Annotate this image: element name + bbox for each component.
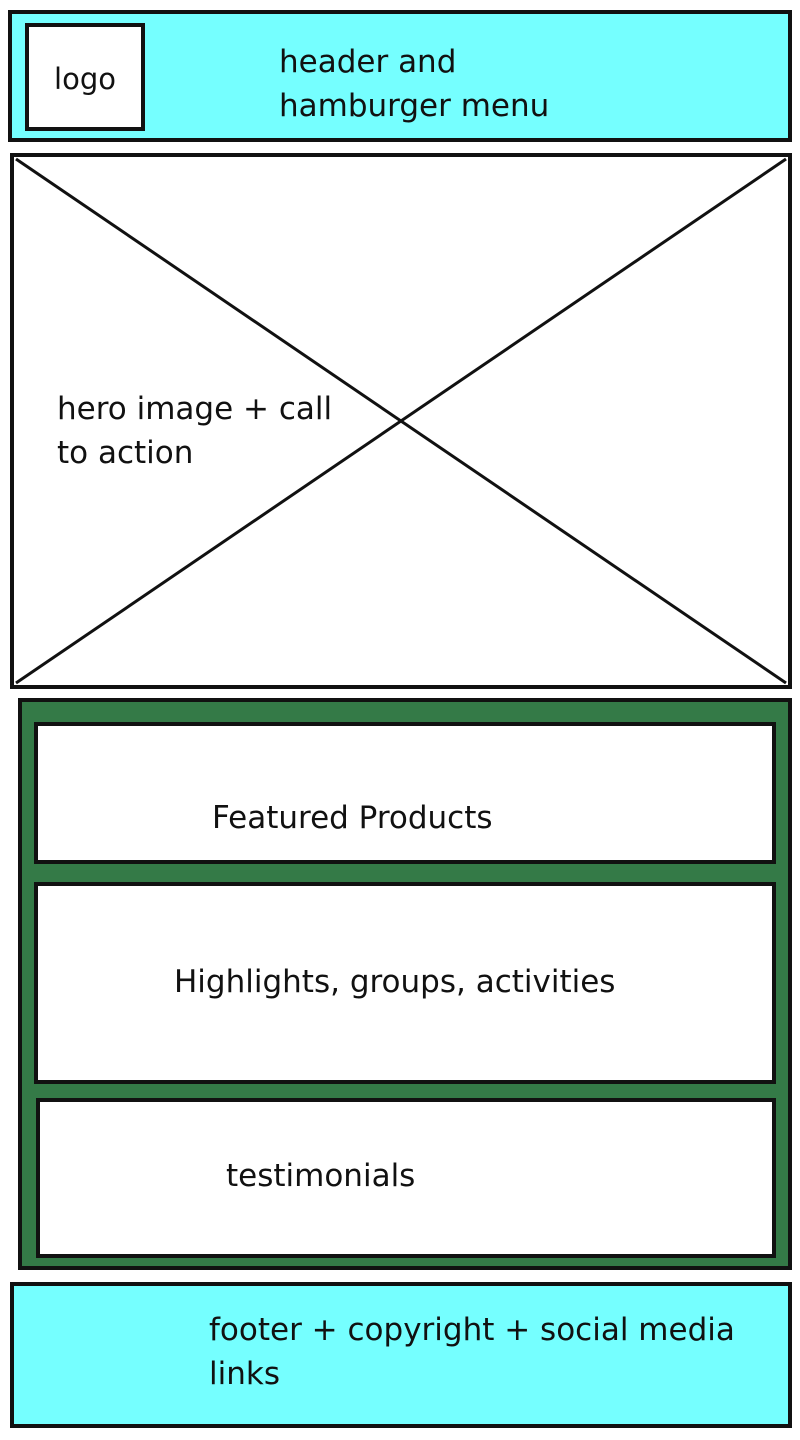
testimonials-label: testimonials — [226, 1158, 416, 1194]
hero-label-line-1: hero image + call — [57, 391, 333, 427]
logo-label: logo — [54, 62, 116, 96]
logo-placeholder: logo — [25, 23, 145, 131]
hero-label: hero image + call to action — [57, 387, 332, 475]
header-block: logo header and hamburger menu — [8, 10, 792, 142]
footer-label: footer + copyright + social media links — [209, 1308, 735, 1396]
footer-label-line-1: footer + copyright + social media — [209, 1312, 735, 1348]
testimonials-section: testimonials — [36, 1098, 776, 1258]
header-label: header and hamburger menu — [279, 40, 549, 128]
image-placeholder-cross-icon — [15, 157, 787, 685]
featured-products-label: Featured Products — [212, 800, 493, 836]
hero-label-line-2: to action — [57, 435, 194, 471]
header-label-line-2: hamburger menu — [279, 88, 550, 124]
highlights-section: Highlights, groups, activities — [34, 882, 776, 1084]
featured-products-section: Featured Products — [34, 722, 776, 864]
footer-label-line-2: links — [209, 1356, 280, 1392]
header-label-line-1: header and — [279, 44, 457, 80]
hero-image-placeholder: hero image + call to action — [10, 153, 792, 689]
footer-block: footer + copyright + social media links — [10, 1282, 792, 1428]
highlights-label: Highlights, groups, activities — [174, 964, 616, 1000]
cross-line-2 — [15, 157, 787, 685]
content-frame: Featured Products Highlights, groups, ac… — [18, 698, 792, 1270]
